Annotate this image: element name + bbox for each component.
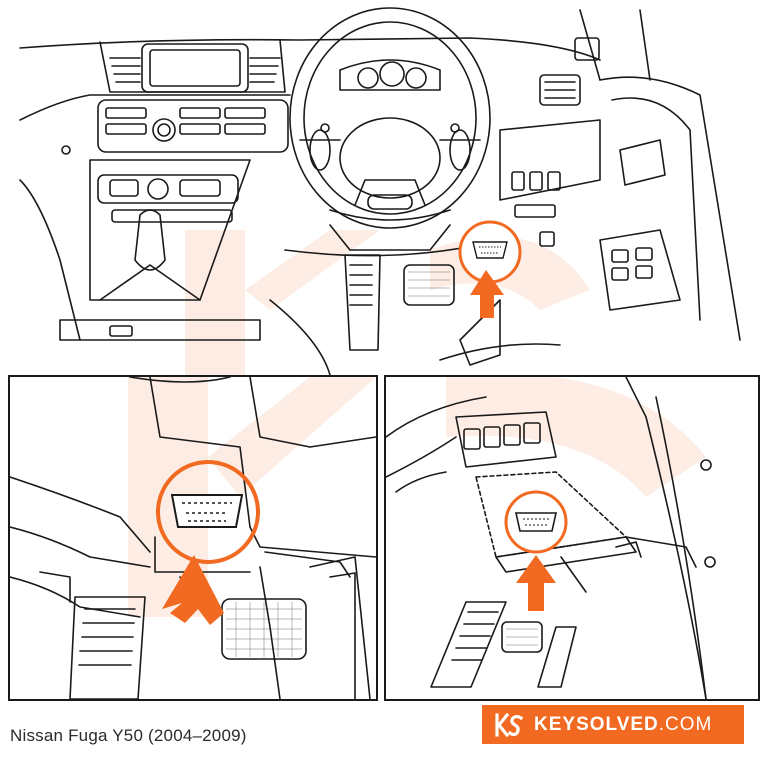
watermark-left [128,377,376,617]
obd-port-highlight-left [156,460,260,564]
obd-port-highlight-overview [458,220,522,284]
detail-right-drawing [386,377,716,699]
detail-panel-left [8,375,378,701]
arrow-up-icon [162,555,224,625]
arrow-up-icon [516,555,556,611]
detail-panel-right [384,375,760,701]
watermark [185,230,590,380]
dashboard-overview-drawing [19,7,741,380]
brand-badge: KEYSOLVED.COM [482,705,744,744]
keysolved-logo-icon [495,712,524,737]
arrow-up-icon [470,270,504,318]
obd-port-highlight-right [504,490,568,554]
detail-left-drawing [10,377,376,699]
vehicle-caption: Nissan Fuga Y50 (2004–2009) [10,726,247,745]
watermark-right [446,377,706,497]
brand-name: KEYSOLVED.COM [534,713,713,735]
